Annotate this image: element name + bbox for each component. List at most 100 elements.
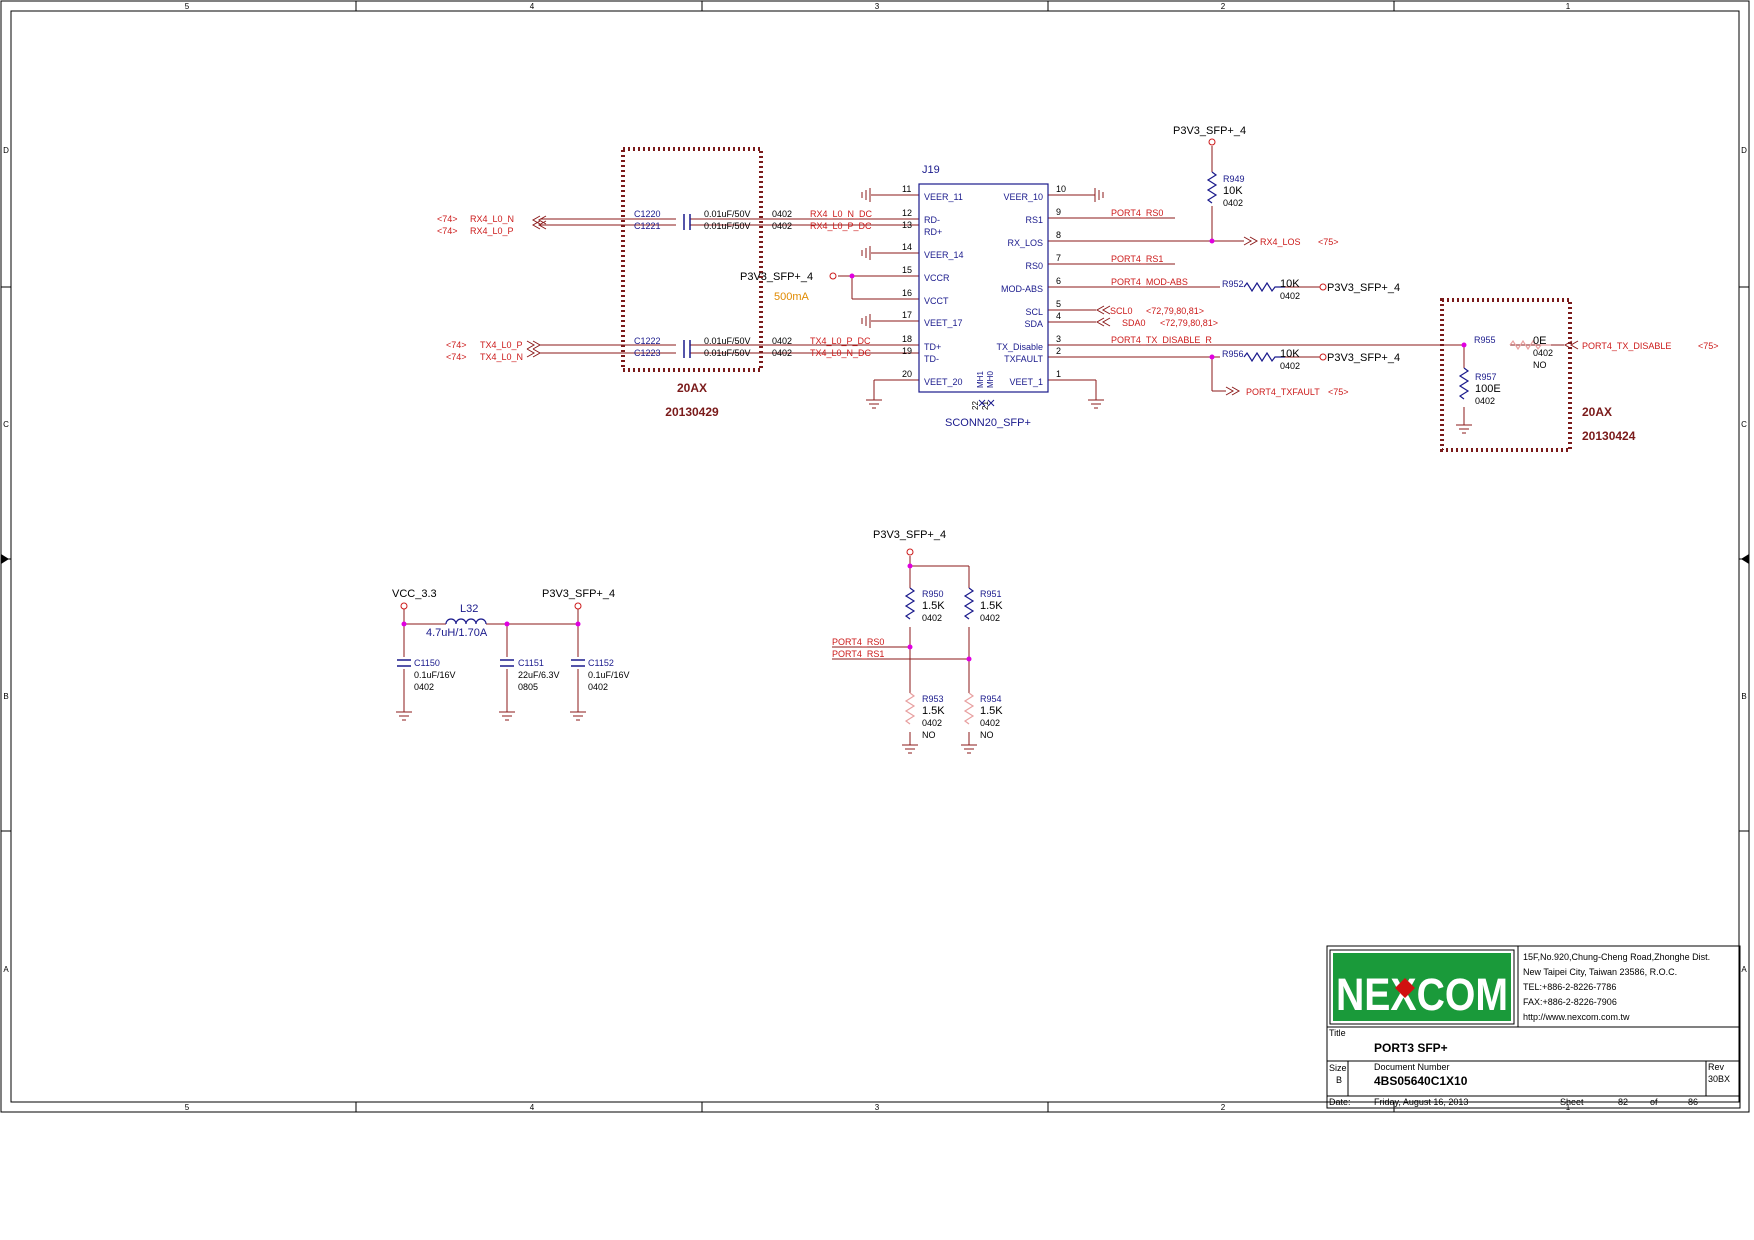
ground-icon (1088, 399, 1104, 409)
net-rxlos-page: <75> (1318, 237, 1339, 247)
address-line: TEL:+886-2-8226-7786 (1523, 982, 1616, 992)
r956-pkg: 0402 (1280, 361, 1300, 371)
r950-pkg: 0402 (922, 613, 942, 623)
pin-num: 18 (902, 334, 912, 344)
net-in: TX4_L0_P (480, 340, 523, 350)
cap-ref: C1222 (634, 336, 661, 346)
page-ref: <74> (437, 226, 458, 236)
pin-num: 5 (1056, 299, 1061, 309)
nexcom-logo: NEXCOM (1336, 969, 1508, 1020)
page-ref: <74> (446, 352, 467, 362)
power-label-r956: P3V3_SFP+_4 (1327, 352, 1400, 364)
zone-bottom-4: 4 (530, 1103, 535, 1112)
c1152-value: 0.1uF/16V (588, 670, 630, 680)
power-label-filter: P3V3_SFP+_4 (542, 588, 615, 600)
c1151-pkg: 0805 (518, 682, 538, 692)
cap-ref: C1221 (634, 221, 661, 231)
r952-value: 10K (1280, 278, 1300, 290)
cap-value: 0.01uF/50V (704, 336, 751, 346)
net-in: RX4_L0_P (470, 226, 514, 236)
net-sda: SDA0 (1122, 318, 1146, 328)
size-value: B (1336, 1075, 1342, 1085)
r955-value: 0E (1533, 335, 1546, 347)
r955-ref: R955 (1474, 335, 1496, 345)
drawing-title: PORT3 SFP+ (1374, 1041, 1448, 1055)
connector-j19-body (918, 183, 1049, 393)
r953-value: 1.5K (922, 705, 945, 717)
pin-num: 14 (902, 242, 912, 252)
mh0-label: MH0 (986, 371, 995, 388)
page-ref: <74> (446, 340, 467, 350)
net-scl-page: <72,79,80,81> (1146, 306, 1204, 316)
ground-icon (866, 399, 882, 409)
box-right-title: 20AX (1582, 405, 1612, 419)
address-line: FAX:+886-2-8226-7906 (1523, 997, 1617, 1007)
pin-num: 13 (902, 220, 912, 230)
cap-pkg: 0402 (772, 348, 792, 358)
r957-value: 100E (1475, 383, 1501, 395)
ac-cap-labels: C1220 C1221 C1222 C1223 0.01uF/50V 0.01u… (634, 209, 792, 358)
r950-ref: R950 (922, 589, 944, 599)
address-line: New Taipei City, Taiwan 23586, R.O.C. (1523, 967, 1677, 977)
resistor-labels: R949 10K 0402 R952 10K 0402 R956 10K 040… (922, 174, 1553, 740)
pin-name: VEET_17 (924, 318, 963, 328)
wires (403, 146, 1564, 745)
c1152-pkg: 0402 (588, 682, 608, 692)
ground-icon (902, 744, 918, 754)
cap-value: 0.01uF/50V (704, 221, 751, 231)
zone-bottom-2: 2 (1221, 1103, 1226, 1112)
filter-cap-labels: C1150 0.1uF/16V 0402 C1151 22uF/6.3V 080… (414, 658, 630, 692)
zone-top-5: 5 (185, 2, 190, 11)
net-txdis-port: PORT4_TX_DISABLE (1582, 341, 1671, 351)
right-net-labels: PORT4_RS0 PORT4_RS1 PORT4_MOD-ABS RX4_LO… (1110, 208, 1719, 397)
pin-name: SDA (1024, 319, 1043, 329)
diff-net-labels: RX4_L0_N_DC RX4_L0_P_DC TX4_L0_P_DC TX4_… (437, 209, 873, 362)
ground-icon (396, 711, 412, 721)
pin-num: 19 (902, 346, 912, 356)
connector-ref: J19 (922, 164, 940, 176)
sheet-label: Sheet (1560, 1097, 1584, 1107)
pin-name: TXFAULT (1004, 354, 1043, 364)
power-label-r952: P3V3_SFP+_4 (1327, 282, 1400, 294)
pin-num: 9 (1056, 207, 1061, 217)
pin-name: RD+ (924, 227, 942, 237)
box-right-date: 20130424 (1582, 429, 1636, 443)
net-out: TX4_L0_N_DC (810, 348, 872, 358)
ground-symbols (396, 188, 1472, 754)
ground-icon (861, 188, 871, 202)
r957-pkg: 0402 (1475, 396, 1495, 406)
net-txdis-page: <75> (1698, 341, 1719, 351)
r950-value: 1.5K (922, 600, 945, 612)
logo-x-accent-icon (1395, 978, 1415, 998)
net-rxlos: RX4_LOS (1260, 237, 1301, 247)
ground-icon (499, 711, 515, 721)
size-label: Size (1329, 1063, 1347, 1073)
pin-num: 17 (902, 310, 912, 320)
ground-icon (1094, 188, 1104, 202)
pin-name: SCL (1025, 307, 1043, 317)
sheet-border (0, 0, 1750, 1113)
r949-ref: R949 (1223, 174, 1245, 184)
r957-ref: R957 (1475, 372, 1497, 382)
zone-top-3: 3 (875, 2, 880, 11)
power-label-top: P3V3_SFP+_4 (1173, 125, 1246, 137)
pin-num: 10 (1056, 184, 1066, 194)
pin-num: 20 (902, 369, 912, 379)
zone-top-2: 2 (1221, 2, 1226, 11)
net-txfault-page: <75> (1328, 387, 1349, 397)
zone-left-B: B (3, 692, 8, 701)
r953-ref: R953 (922, 694, 944, 704)
zone-right-B: B (1741, 692, 1746, 701)
cap-pkg: 0402 (772, 209, 792, 219)
r949-pkg: 0402 (1223, 198, 1243, 208)
r951-zigzag (963, 587, 975, 620)
box-left-title: 20AX (677, 381, 707, 395)
pin-num: 12 (902, 208, 912, 218)
strap-rs0: PORT4_RS0 (832, 637, 884, 647)
c1150-ref: C1150 (414, 658, 440, 668)
c1150-value: 0.1uF/16V (414, 670, 456, 680)
cap-pkg: 0402 (772, 336, 792, 346)
pin-name: MOD-ABS (1001, 284, 1043, 294)
r953-pkg: 0402 (922, 718, 942, 728)
net-txdis: PORT4_TX_DISABLE_R (1111, 335, 1212, 345)
